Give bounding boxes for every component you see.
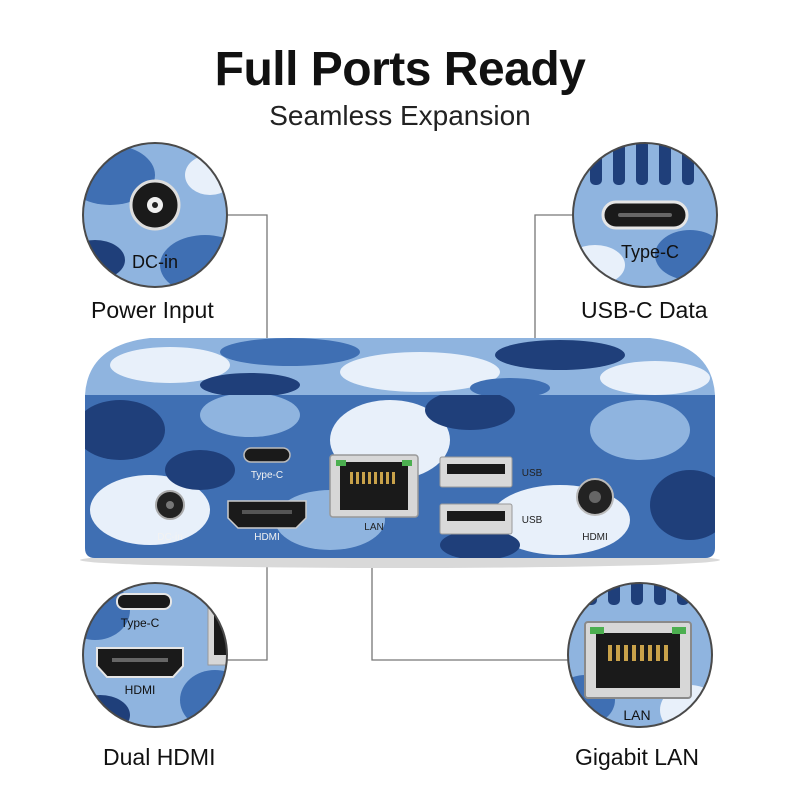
callout-usbc-circle xyxy=(572,142,718,288)
caption-dual-hdmi: Dual HDMI xyxy=(103,744,216,770)
device-label-typec: Type-C xyxy=(251,470,283,481)
callout-power-port-label: DC-in xyxy=(132,252,178,272)
device-label-lan: LAN xyxy=(364,522,383,533)
callout-hdmi-port-label-bottom: HDMI xyxy=(125,683,156,697)
caption-gigabit-lan: Gigabit LAN xyxy=(575,744,700,770)
device-hdmi-port-left xyxy=(227,500,307,529)
caption-power-input: Power Input xyxy=(91,297,214,323)
callout-hdmi-port-label-top: Type-C xyxy=(121,616,160,630)
device-label-hdmi-right: HDMI xyxy=(582,532,608,543)
device-typec-port xyxy=(243,447,291,463)
callout-lan-port-label: LAN xyxy=(623,707,650,723)
device-label-usb-bottom: USB xyxy=(522,515,543,526)
caption-usbc-data: USB-C Data xyxy=(581,297,708,323)
device-ports xyxy=(155,447,614,535)
device-label-hdmi-left: HDMI xyxy=(254,532,280,543)
callout-usbc-port-label: Type-C xyxy=(621,242,679,262)
device-label-dcin: DC-in xyxy=(157,532,183,543)
device-top xyxy=(85,338,715,395)
device-label-usb-top: USB xyxy=(522,468,543,479)
page-subtitle: Seamless Expansion xyxy=(269,100,531,131)
page-title: Full Ports Ready xyxy=(214,43,586,96)
callout-hdmi-circle xyxy=(82,582,228,728)
